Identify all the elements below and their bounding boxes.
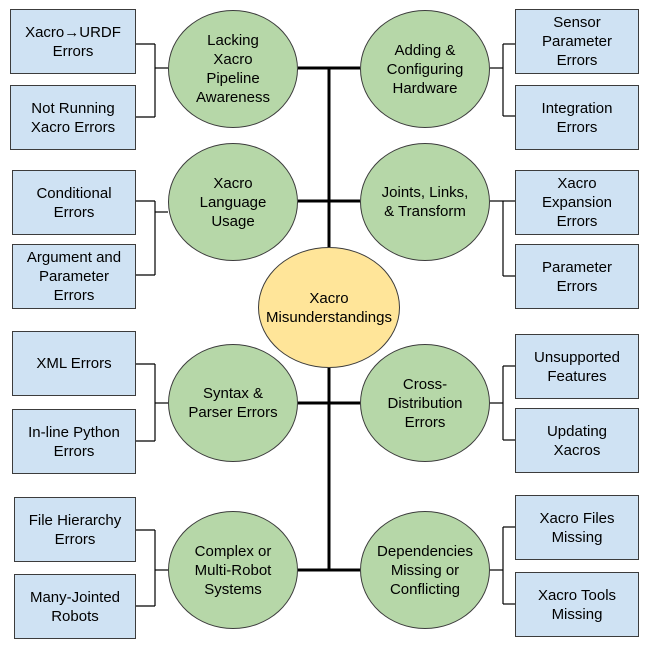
root-xacro-misunderstandings: Xacro Misunderstandings	[258, 247, 400, 368]
category-dependencies-missing-conflicting: Dependencies Missing or Conflicting	[360, 511, 490, 629]
leaf-updating-xacros: Updating Xacros	[515, 408, 639, 473]
category-complex-multi-robot-systems: Complex or Multi-Robot Systems	[168, 511, 298, 629]
leaf-integration-errors: Integration Errors	[515, 85, 639, 150]
leaf-xacro-urdf-errors: Xacro→URDF Errors	[10, 9, 136, 74]
leaf-conditional-errors: Conditional Errors	[12, 170, 136, 235]
leaf-file-hierarchy-errors: File Hierarchy Errors	[14, 497, 136, 562]
leaf-xacro-tools-missing: Xacro Tools Missing	[515, 572, 639, 637]
category-syntax-parser-errors: Syntax & Parser Errors	[168, 344, 298, 462]
category-xacro-language-usage: Xacro Language Usage	[168, 143, 298, 261]
leaf-unsupported-features: Unsupported Features	[515, 334, 639, 399]
category-lacking-xacro-pipeline-awareness: Lacking Xacro Pipeline Awareness	[168, 10, 298, 128]
category-joints-links-transform: Joints, Links, & Transform	[360, 143, 490, 261]
leaf-sensor-parameter-errors: Sensor Parameter Errors	[515, 9, 639, 74]
leaf-inline-python-errors: In-line Python Errors	[12, 409, 136, 474]
leaf-xml-errors: XML Errors	[12, 331, 136, 396]
leaf-xacro-expansion-errors: Xacro Expansion Errors	[515, 170, 639, 235]
leaf-xacro-files-missing: Xacro Files Missing	[515, 495, 639, 560]
leaf-many-jointed-robots: Many-Jointed Robots	[14, 574, 136, 639]
leaf-argument-parameter-errors: Argument and Parameter Errors	[12, 244, 136, 309]
category-cross-distribution-errors: Cross- Distribution Errors	[360, 344, 490, 462]
leaf-not-running-xacro-errors: Not Running Xacro Errors	[10, 85, 136, 150]
category-adding-configuring-hardware: Adding & Configuring Hardware	[360, 10, 490, 128]
leaf-parameter-errors: Parameter Errors	[515, 244, 639, 309]
